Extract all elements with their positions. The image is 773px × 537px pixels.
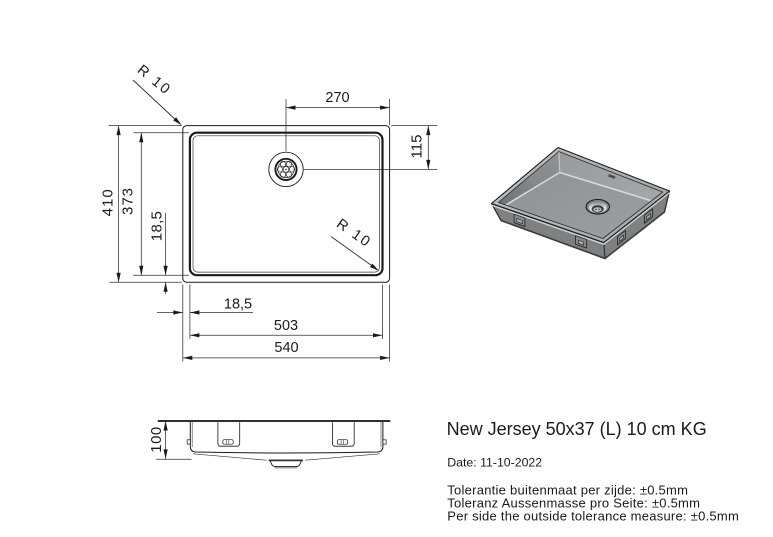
- svg-text:410: 410: [100, 188, 117, 216]
- svg-text:100: 100: [148, 426, 165, 453]
- svg-text:Toleranz Aussenmasse pro Seite: Toleranz Aussenmasse pro Seite: ±0.5mm: [447, 496, 700, 511]
- svg-text:Tolerantie buitenmaat per zijd: Tolerantie buitenmaat per zijde: ±0.5mm: [447, 483, 688, 498]
- svg-text:Date: 11-10-2022: Date: 11-10-2022: [447, 456, 542, 470]
- svg-text:18,5: 18,5: [148, 211, 165, 241]
- svg-text:R 10: R 10: [134, 62, 174, 99]
- svg-text:Per side the outside tolerance: Per side the outside tolerance measure: …: [447, 509, 739, 524]
- svg-text:503: 503: [274, 318, 298, 334]
- svg-text:115: 115: [409, 135, 426, 159]
- svg-text:270: 270: [325, 90, 349, 106]
- svg-text:New Jersey 50x37 (L) 10 cm KG: New Jersey 50x37 (L) 10 cm KG: [447, 419, 707, 439]
- svg-text:373: 373: [119, 187, 136, 215]
- svg-text:540: 540: [274, 340, 298, 356]
- svg-text:18,5: 18,5: [224, 296, 252, 312]
